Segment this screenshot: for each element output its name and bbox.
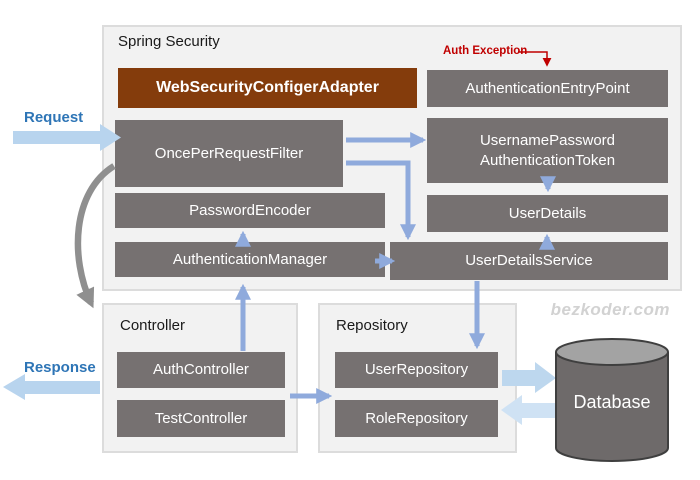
node-username-password-authentication-token: UsernamePassword AuthenticationToken <box>427 118 668 183</box>
node-user-details: UserDetails <box>427 195 668 232</box>
node-user-repository: UserRepository <box>335 352 498 388</box>
response-label: Response <box>24 359 96 376</box>
node-test-controller: TestController <box>117 400 285 437</box>
token-line2: AuthenticationToken <box>479 151 616 169</box>
controller-title: Controller <box>120 317 186 334</box>
node-once-per-request-filter: OncePerRequestFilter <box>115 120 343 187</box>
node-web-security-configer-adapter: WebSecurityConfigerAdapter <box>118 68 417 108</box>
token-line1: UsernamePassword <box>479 132 616 149</box>
request-label: Request <box>24 109 84 126</box>
node-authentication-entry-point: AuthenticationEntryPoint <box>427 70 668 107</box>
database-label: Database <box>573 392 651 412</box>
node-user-details-service: UserDetailsService <box>390 242 668 280</box>
spring-security-title: Spring Security <box>118 33 220 50</box>
response-arrow <box>3 374 100 400</box>
watermark-text: bezkoder.com <box>550 300 670 319</box>
node-authentication-manager: AuthenticationManager <box>115 242 385 277</box>
node-password-encoder: PasswordEncoder <box>115 193 385 228</box>
node-auth-controller: AuthController <box>117 352 285 388</box>
node-role-repository: RoleRepository <box>335 400 498 437</box>
repository-title: Repository <box>336 317 408 334</box>
auth-exception-label: Auth Exception <box>443 45 528 57</box>
